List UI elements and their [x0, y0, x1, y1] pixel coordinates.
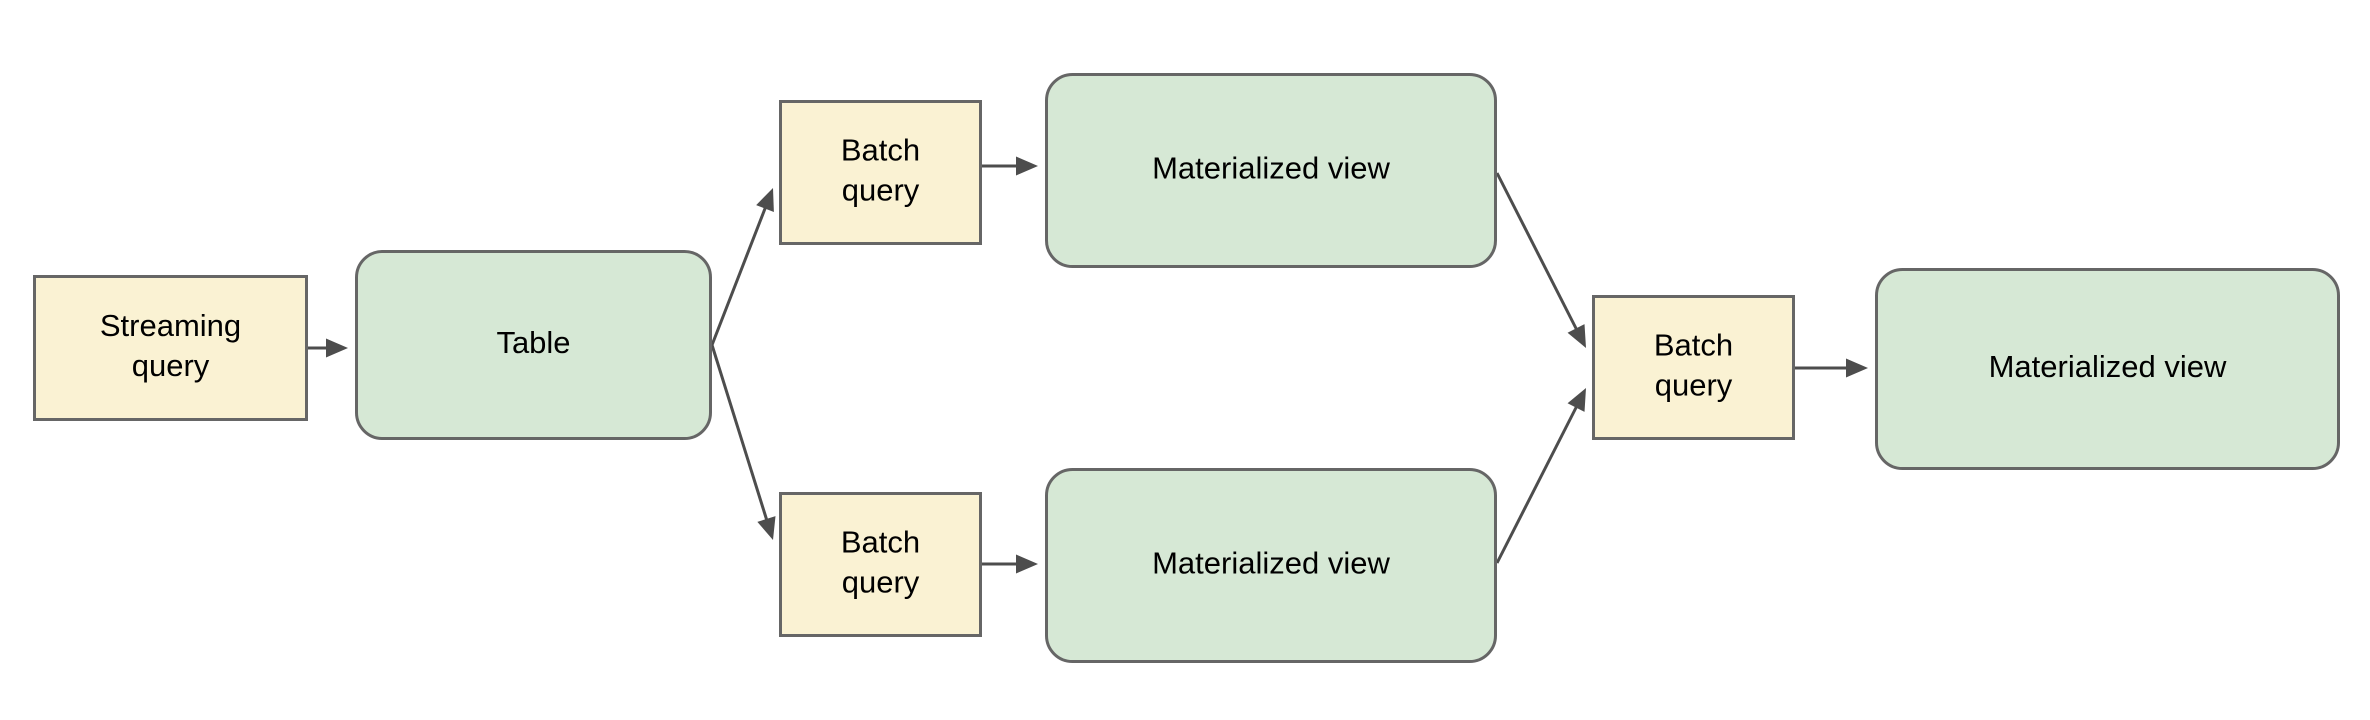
- node-label: query: [1655, 368, 1733, 403]
- node-label: query: [842, 565, 920, 600]
- arrow-head-icon: [1567, 388, 1586, 412]
- node-batch-query-top[interactable]: Batch query: [779, 100, 982, 245]
- edge-batch-bottom-to-view-bottom: [982, 554, 1038, 574]
- node-shape[interactable]: [779, 100, 982, 245]
- edge-table-to-batch-top: [710, 188, 774, 346]
- edge-view-top-to-batch-center: [1495, 172, 1586, 348]
- node-label: query: [132, 348, 210, 383]
- edge-layer: [308, 156, 1868, 574]
- node-layer: StreamingqueryTableBatchqueryMaterialize…: [33, 73, 2340, 663]
- node-label: Batch: [841, 133, 920, 168]
- arrow-head-icon: [1016, 554, 1038, 574]
- node-shape[interactable]: [1045, 73, 1497, 268]
- node-label: Batch: [1654, 328, 1733, 363]
- edge-streaming-to-table: [308, 338, 348, 358]
- arrow-head-icon: [1567, 324, 1586, 348]
- node-streaming-query[interactable]: Streaming query: [33, 275, 308, 421]
- edge-path: [1495, 401, 1581, 564]
- node-label: Materialized view: [1152, 546, 1390, 581]
- node-table[interactable]: Table: [355, 250, 712, 440]
- arrow-head-icon: [1016, 156, 1038, 176]
- node-batch-query-bottom[interactable]: Batch query: [779, 492, 982, 637]
- node-label: query: [842, 173, 920, 208]
- edge-batch-top-to-view-top: [982, 156, 1038, 176]
- edge-path: [710, 344, 770, 526]
- arrow-head-icon: [1846, 358, 1868, 378]
- arrow-head-icon: [756, 188, 774, 212]
- node-materialized-view-top[interactable]: Materialized view: [1045, 73, 1497, 268]
- edge-view-bottom-to-batch-center: [1495, 388, 1586, 564]
- edge-batch-center-to-view-right: [1795, 358, 1868, 378]
- edge-path: [1495, 172, 1581, 335]
- node-label: Batch: [841, 525, 920, 560]
- node-shape[interactable]: [1045, 468, 1497, 663]
- edge-table-to-batch-bottom: [710, 344, 776, 540]
- node-label: Table: [496, 325, 570, 360]
- node-label: Materialized view: [1152, 151, 1390, 186]
- arrow-head-icon: [757, 516, 776, 540]
- node-label: Materialized view: [1989, 349, 2227, 384]
- node-shape[interactable]: [355, 250, 712, 440]
- node-shape[interactable]: [1875, 268, 2340, 470]
- node-shape[interactable]: [1592, 295, 1795, 440]
- node-materialized-view-bottom[interactable]: Materialized view: [1045, 468, 1497, 663]
- node-shape[interactable]: [33, 275, 308, 421]
- edge-path: [710, 202, 769, 346]
- node-materialized-view-right[interactable]: Materialized view: [1875, 268, 2340, 470]
- node-shape[interactable]: [779, 492, 982, 637]
- node-label: Streaming: [100, 308, 241, 343]
- arrow-head-icon: [326, 338, 348, 358]
- node-batch-query-center[interactable]: Batch query: [1592, 295, 1795, 440]
